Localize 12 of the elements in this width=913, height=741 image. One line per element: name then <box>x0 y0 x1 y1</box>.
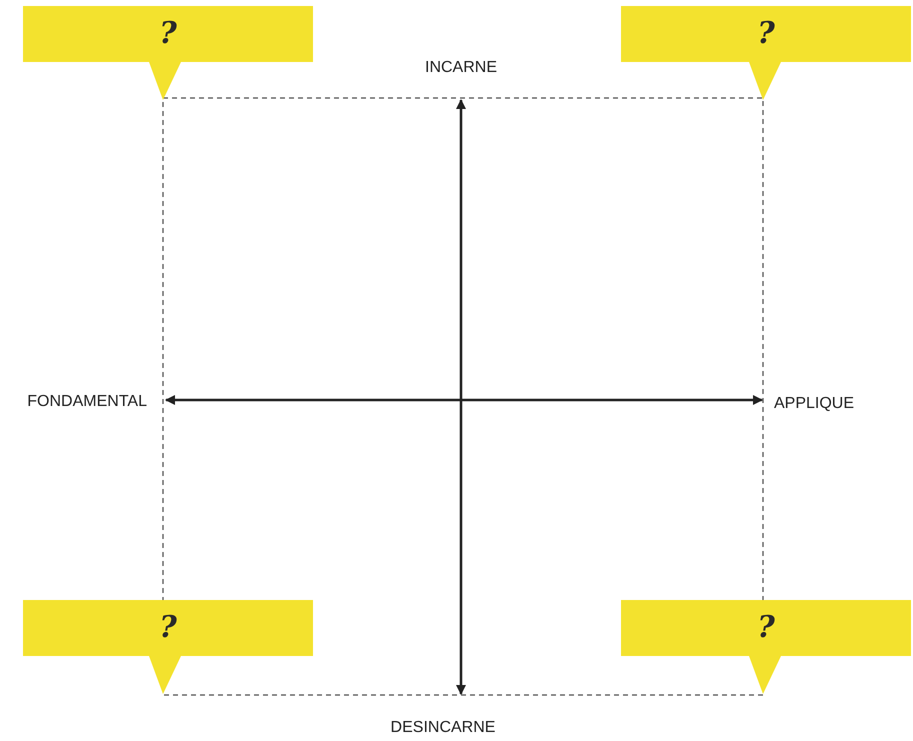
speech-bubble <box>621 600 911 694</box>
question-mark: ? <box>756 15 776 53</box>
question-mark: ? <box>158 609 178 647</box>
speech-bubble <box>23 600 313 694</box>
speech-bubble <box>621 6 911 100</box>
axis-label: INCARNE <box>425 58 497 78</box>
axis-label: FONDAMENTAL <box>27 392 147 412</box>
question-mark: ? <box>756 609 776 647</box>
axis-label: APPLIQUE <box>774 394 854 414</box>
question-mark: ? <box>158 15 178 53</box>
speech-bubble <box>23 6 313 100</box>
axis-label: DESINCARNE <box>390 718 496 738</box>
